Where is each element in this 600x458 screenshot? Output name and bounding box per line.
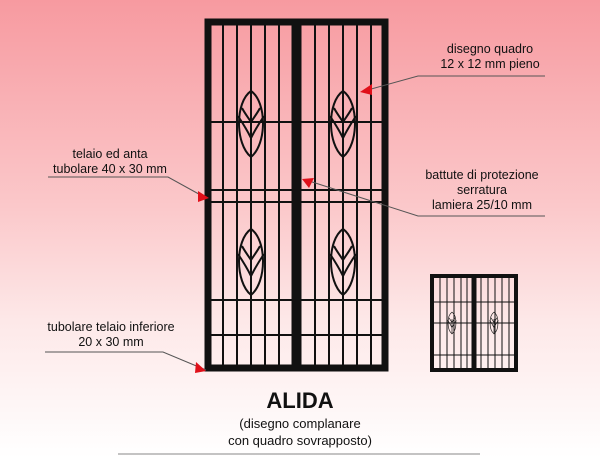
label-disegno-quadro: disegno quadro 12 x 12 mm pieno (420, 42, 560, 72)
arrow-heads (195, 84, 372, 373)
label-inferiore-l1: tubolare telaio inferiore (47, 320, 175, 334)
label-telaio-l2: tubolare 40 x 30 mm (53, 162, 167, 176)
thumbnail-gate (430, 274, 518, 372)
label-telaio: telaio ed anta tubolare 40 x 30 mm (50, 147, 170, 177)
subtitle-line2: con quadro sovrapposto) (228, 433, 372, 448)
subtitle-line1: (disegno complanare (239, 416, 361, 431)
label-inferiore: tubolare telaio inferiore 20 x 30 mm (36, 320, 186, 350)
label-inferiore-l2: 20 x 30 mm (78, 335, 144, 349)
page-title: ALIDA (266, 388, 334, 413)
label-battute-l3: lamiera 25/10 mm (431, 198, 533, 212)
label-battute-l2: serratura (456, 183, 508, 197)
label-disegno-l2: 12 x 12 mm pieno (440, 57, 540, 71)
label-telaio-l1: telaio ed anta (72, 147, 148, 161)
leader-lines (45, 75, 545, 371)
label-disegno-l1: disegno quadro (446, 42, 534, 56)
label-battute: battute di protezione serratura lamiera … (412, 168, 552, 213)
main-gate (204, 18, 389, 372)
label-battute-l1: battute di protezione (425, 168, 539, 182)
